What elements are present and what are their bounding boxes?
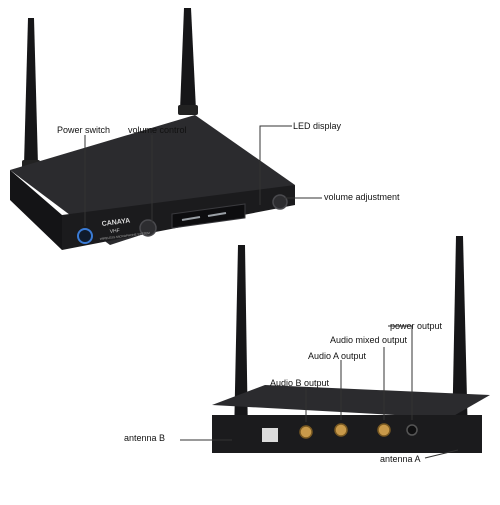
label-volume-control: volume control <box>128 125 187 135</box>
back-receiver-unit <box>212 236 490 453</box>
front-right-antenna <box>178 8 198 115</box>
led-digit-a <box>181 216 201 221</box>
volume-knob-right <box>272 194 288 210</box>
callout-led-display <box>259 125 292 205</box>
audio-b-jack <box>299 425 313 439</box>
back-unit-top-face <box>212 385 490 418</box>
audio-a-jack <box>334 423 348 437</box>
label-antenna-a: antenna A <box>380 454 421 464</box>
volume-knob-left <box>139 219 157 237</box>
dc-power-jack <box>406 424 418 436</box>
led-digit-b <box>207 212 227 217</box>
label-volume-adjustment: volume adjustment <box>324 192 400 202</box>
callout-antenna-a <box>424 449 459 459</box>
brand-text: CANAYA <box>101 218 130 228</box>
label-audio-b-output: Audio B output <box>270 378 330 388</box>
subtitle-text: WIRELESS MICROPHONE SYSTEM <box>100 231 151 241</box>
callout-lines <box>84 125 459 459</box>
audio-mixed-jack <box>377 423 391 437</box>
label-audio-a-output: Audio A output <box>308 351 367 361</box>
power-button <box>77 228 93 244</box>
label-power-switch: Power switch <box>57 125 111 135</box>
label-audio-mixed-output: Audio mixed output <box>330 335 408 345</box>
band-text: VHF <box>110 228 121 235</box>
callout-power-output <box>388 325 413 420</box>
label-power-output: power output <box>390 321 443 331</box>
front-unit-side-face <box>10 170 62 250</box>
label-led-display: LED display <box>293 121 342 131</box>
back-unit-rear-face <box>212 415 482 453</box>
label-antenna-b: antenna B <box>124 433 166 443</box>
serial-label-plate <box>262 428 278 442</box>
front-left-antenna <box>22 18 40 170</box>
